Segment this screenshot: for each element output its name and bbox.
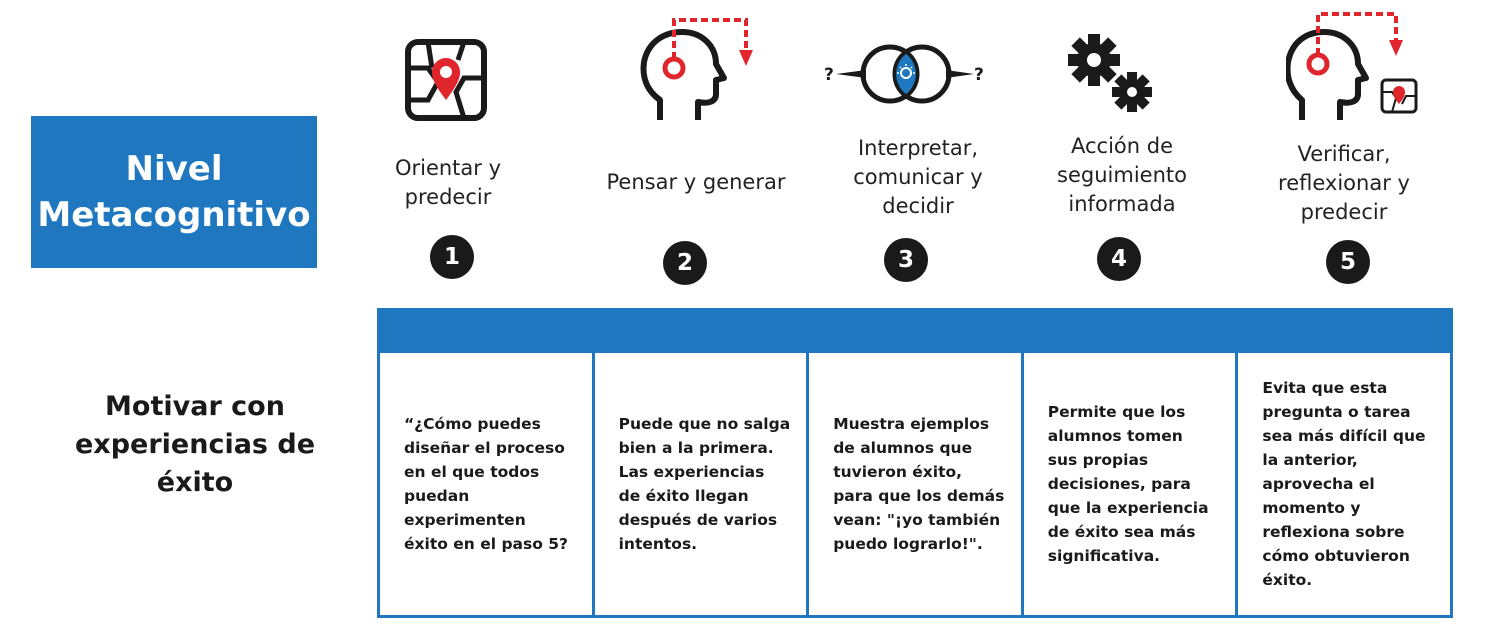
step-4-label: Acción de seguimiento informada bbox=[1057, 134, 1187, 216]
head-thinking-icon bbox=[640, 18, 753, 120]
cell-2-text: Puede que no salga bien a la primera. La… bbox=[618, 415, 791, 553]
row-label: Motivar con experiencias de éxito bbox=[74, 391, 316, 498]
content-grid: “¿Cómo puedes diseñar el proceso en el q… bbox=[377, 350, 1453, 618]
cell-3-text: Muestra ejemplos de alumnos que tuvieron… bbox=[833, 415, 1005, 553]
cell-1-text: “¿Cómo puedes diseñar el proceso en el q… bbox=[404, 415, 569, 553]
step-1-number: 1 bbox=[430, 235, 474, 279]
grid-cell-1: “¿Cómo puedes diseñar el proceso en el q… bbox=[380, 353, 592, 615]
header-band bbox=[377, 308, 1453, 350]
nivel-line2: Metacognitivo bbox=[37, 195, 311, 235]
cell-5-text: Evita que esta pregunta o tarea sea más … bbox=[1262, 379, 1426, 589]
svg-text:?: ? bbox=[974, 65, 984, 85]
step-1-label: Orientar y predecir bbox=[394, 156, 502, 209]
head-verify-icon bbox=[1286, 12, 1418, 120]
step-2-label: Pensar y generar bbox=[606, 170, 786, 194]
step-2-number: 2 bbox=[663, 241, 707, 285]
svg-text:?: ? bbox=[824, 65, 834, 85]
gears-icon bbox=[1068, 34, 1152, 112]
step-3-number: 3 bbox=[884, 238, 928, 282]
grid-cell-4: Permite que los alumnos tomen sus propia… bbox=[1023, 353, 1236, 615]
step-3-label: Interpretar, comunicar y decidir bbox=[853, 136, 983, 218]
step-4-number: 4 bbox=[1097, 237, 1141, 281]
grid-cell-2: Puede que no salga bien a la primera. La… bbox=[594, 353, 807, 615]
interpret-eye-icon: ? ? bbox=[824, 44, 984, 104]
map-pin-icon bbox=[405, 39, 487, 121]
step-5-number: 5 bbox=[1326, 240, 1370, 284]
grid-cell-3: Muestra ejemplos de alumnos que tuvieron… bbox=[809, 353, 1021, 615]
grid-cell-5: Evita que esta pregunta o tarea sea más … bbox=[1238, 353, 1450, 615]
step-5-label: Verificar, reflexionar y predecir bbox=[1278, 142, 1410, 224]
nivel-line1: Nivel bbox=[125, 149, 223, 189]
nivel-metacognitivo-box: Nivel Metacognitivo bbox=[31, 116, 317, 268]
cell-4-text: Permite que los alumnos tomen sus propia… bbox=[1047, 403, 1209, 565]
